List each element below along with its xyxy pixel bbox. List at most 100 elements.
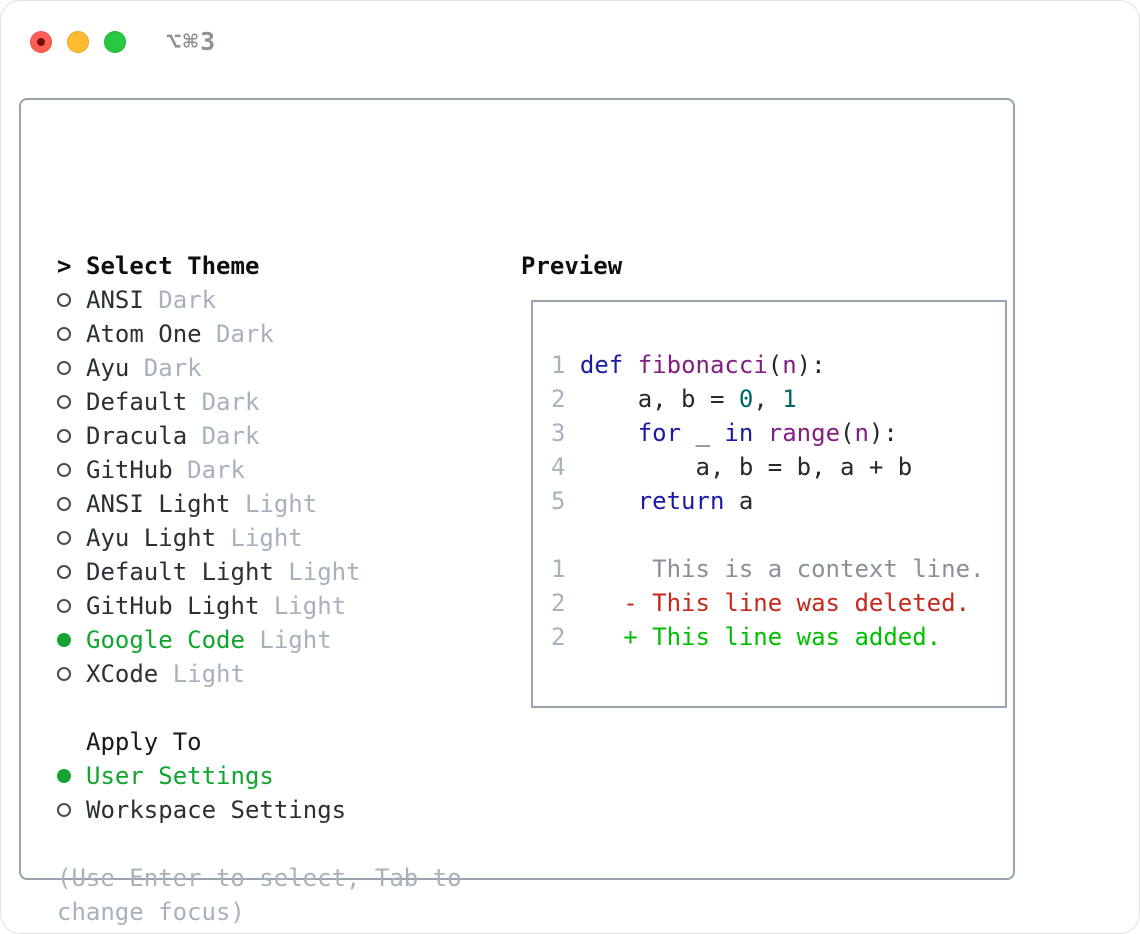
theme-variant-badge: Light — [244, 626, 332, 654]
radio-icon — [57, 361, 71, 375]
traffic-light-minimize-button[interactable] — [67, 30, 89, 53]
code-token: a, b = b, a + b — [565, 453, 913, 481]
line-number: 4 — [551, 453, 566, 481]
line-number: 1 — [551, 351, 566, 379]
close-dot-icon — [37, 37, 45, 46]
theme-option[interactable]: Ayu Dark — [57, 351, 462, 385]
theme-option-label: Dracula — [86, 422, 188, 450]
theme-option-label: XCode — [86, 660, 159, 688]
theme-variant-badge: Light — [259, 592, 347, 620]
radio-icon — [57, 497, 71, 511]
radio-selected-icon — [57, 633, 71, 647]
code-line: 4 a, b = b, a + b — [551, 450, 1005, 484]
radio-icon — [57, 803, 71, 817]
select-theme-header: > Select Theme — [57, 249, 462, 283]
theme-variant-badge: Dark — [187, 422, 260, 450]
theme-option-label: Default — [86, 388, 188, 416]
radio-icon — [57, 327, 71, 341]
radio-icon — [57, 667, 71, 681]
traffic-light-close-button[interactable] — [30, 30, 52, 53]
radio-icon — [57, 599, 71, 613]
code-token: ): — [868, 419, 898, 447]
line-number: 3 — [551, 419, 566, 447]
line-number: 2 — [551, 385, 566, 413]
spacer — [57, 827, 462, 861]
theme-option[interactable]: Default Dark — [57, 385, 462, 419]
theme-variant-badge: Dark — [201, 320, 274, 348]
hint-text-line1: (Use Enter to select, Tab to — [57, 864, 462, 892]
select-theme-title: Select Theme — [86, 252, 260, 280]
code-token: n — [854, 419, 869, 447]
code-token — [565, 385, 637, 413]
code-token: for — [637, 419, 682, 447]
code-token: 0 — [738, 385, 754, 413]
theme-option[interactable]: Atom One Dark — [57, 317, 462, 351]
apply-to-title: Apply To — [86, 728, 202, 756]
code-token — [753, 419, 767, 447]
theme-option[interactable]: Ayu Light Light — [57, 521, 462, 555]
code-token: range — [767, 419, 841, 447]
theme-option[interactable]: Default Light Light — [57, 555, 462, 589]
traffic-light-maximize-button[interactable] — [104, 30, 126, 53]
theme-option-label: Ayu Light — [86, 524, 217, 552]
code-line: 1 This is a context line. — [551, 552, 1005, 586]
code-token: n — [782, 351, 797, 379]
hint-text-line2: change focus) — [57, 898, 245, 926]
code-token: a, b = — [637, 385, 739, 413]
theme-option-label: Ayu — [86, 354, 130, 382]
apply-to-header: Apply To — [57, 725, 462, 759]
theme-option[interactable]: ANSI Light Light — [57, 487, 462, 521]
code-line: 2 + This line was added. — [551, 620, 1005, 654]
theme-option[interactable]: XCode Light — [57, 657, 462, 691]
radio-icon — [57, 565, 71, 579]
code-line — [551, 518, 1005, 552]
theme-variant-badge: Dark — [187, 388, 260, 416]
theme-option-label: GitHub Light — [86, 592, 260, 620]
theme-option[interactable]: GitHub Dark — [57, 453, 462, 487]
code-token — [623, 351, 637, 379]
code-token: , — [753, 385, 783, 413]
apply-option[interactable]: User Settings — [57, 759, 462, 793]
theme-option-label: ANSI — [86, 286, 144, 314]
code-token: 1 — [782, 385, 797, 413]
code-token: - This line was deleted. — [565, 589, 971, 617]
code-line: 2 - This line was deleted. — [551, 586, 1005, 620]
theme-option-label: Atom One — [86, 320, 202, 348]
code-token: _ — [681, 419, 725, 447]
apply-option-label: Workspace Settings — [86, 796, 347, 824]
theme-option[interactable]: ANSI Dark — [57, 283, 462, 317]
code-token — [565, 351, 579, 379]
radio-icon — [57, 429, 71, 443]
code-token — [565, 487, 637, 515]
apply-option[interactable]: Workspace Settings — [57, 793, 462, 827]
radio-icon — [57, 293, 71, 307]
code-token — [565, 419, 637, 447]
theme-variant-badge: Dark — [129, 354, 202, 382]
code-token: return — [637, 487, 725, 515]
prompt-caret-icon: > — [57, 252, 72, 280]
code-token: def — [579, 351, 624, 379]
code-token: This is a context line. — [565, 555, 985, 583]
code-token: ( — [767, 351, 783, 379]
theme-variant-badge: Light — [158, 660, 245, 688]
theme-option[interactable]: Google Code Light — [57, 623, 462, 657]
code-line: 2 a, b = 0, 1 — [551, 382, 1005, 416]
radio-icon — [57, 531, 71, 545]
radio-icon — [57, 463, 71, 477]
code-line: 1 def fibonacci(n): — [551, 348, 1005, 382]
theme-option[interactable]: Dracula Dark — [57, 419, 462, 453]
code-token: a — [724, 487, 754, 515]
window-title: ⌥⌘3 — [166, 27, 218, 56]
theme-option-label: Default Light — [86, 558, 274, 586]
code-line: 5 return a — [551, 484, 1005, 518]
code-line: 3 for _ in range(n): — [551, 416, 1005, 450]
line-number: 2 — [551, 623, 566, 651]
theme-option[interactable]: GitHub Light Light — [57, 589, 462, 623]
code-token: ): — [796, 351, 826, 379]
